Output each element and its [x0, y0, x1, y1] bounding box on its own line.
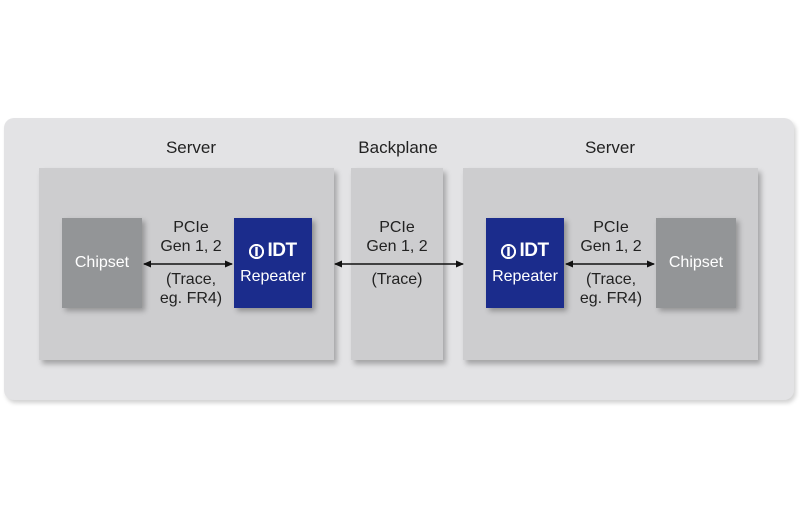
idt-logo-icon [249, 243, 265, 259]
right-link-line4: eg. FR4) [579, 290, 643, 307]
backplane-link-line3: (Trace) [371, 271, 423, 288]
right-link-line2: Gen 1, 2 [580, 238, 642, 255]
left-link-line2: Gen 1, 2 [160, 238, 222, 255]
backplane-link-line1: PCIe [379, 219, 415, 236]
right-link-label: PCIe Gen 1, 2 [568, 218, 654, 256]
left-link-sub: (Trace, eg. FR4) [150, 270, 232, 308]
right-chipset: Chipset [656, 218, 736, 308]
left-repeater-label: Repeater [240, 268, 306, 285]
backplane-link-sub: (Trace) [354, 270, 440, 289]
right-link-sub: (Trace, eg. FR4) [568, 270, 654, 308]
backplane-title: Backplane [358, 138, 438, 157]
backplane-link-label: PCIe Gen 1, 2 [354, 218, 440, 256]
right-repeater-label: Repeater [492, 268, 558, 285]
left-link-label: PCIe Gen 1, 2 [150, 218, 232, 256]
left-link-line4: eg. FR4) [159, 290, 223, 307]
right-link-line1: PCIe [593, 219, 629, 236]
left-chipset-label: Chipset [74, 254, 130, 271]
left-idt-logo-text: IDT [267, 240, 297, 261]
backplane-link-line2: Gen 1, 2 [366, 238, 428, 255]
left-idt-logo: IDT [249, 240, 297, 262]
left-repeater: IDT Repeater [234, 218, 312, 308]
idt-logo-icon [501, 243, 517, 259]
right-chipset-label: Chipset [668, 254, 724, 271]
right-repeater: IDT Repeater [486, 218, 564, 308]
left-link-line3: (Trace, [165, 271, 217, 288]
right-link-line3: (Trace, [585, 271, 637, 288]
left-link-line1: PCIe [173, 219, 209, 236]
left-chipset: Chipset [62, 218, 142, 308]
right-idt-logo: IDT [501, 240, 549, 262]
right-server-title: Server [584, 138, 636, 157]
left-server-title: Server [165, 138, 217, 157]
right-idt-logo-text: IDT [519, 240, 549, 261]
